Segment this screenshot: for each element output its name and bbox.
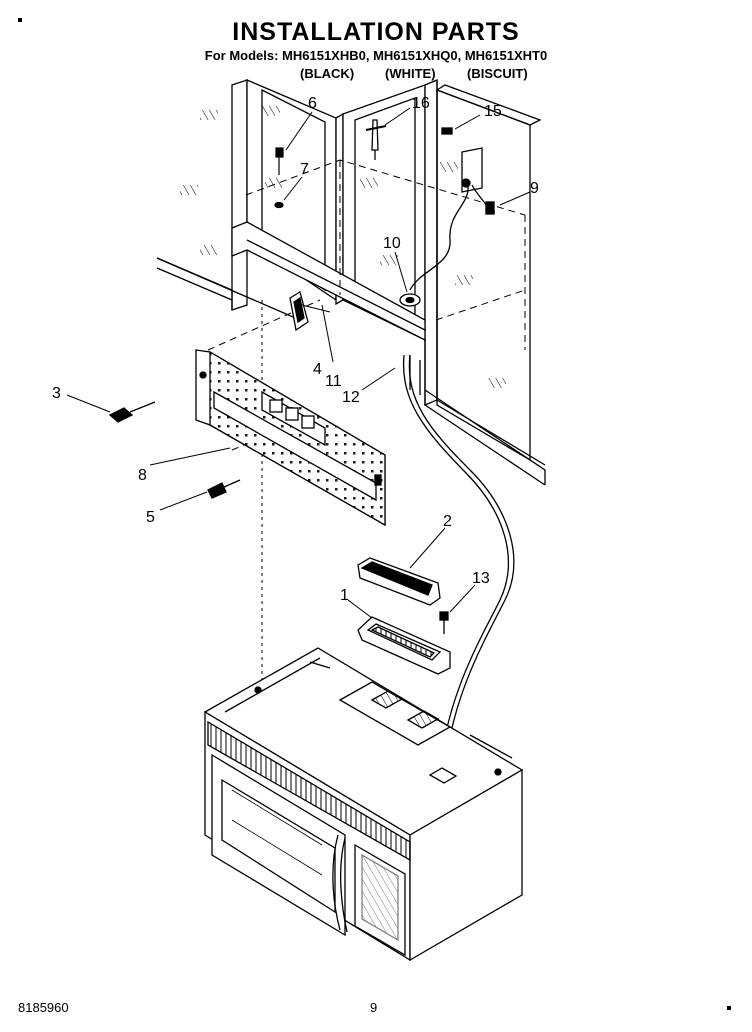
vent-1 (357, 616, 451, 675)
callout-11: 11 (325, 373, 342, 390)
screw-13 (439, 611, 449, 634)
toggle-bolt-16 (365, 119, 387, 160)
microwave-oven (203, 647, 524, 962)
page-number: 9 (370, 1000, 378, 1015)
callout-12: 12 (342, 389, 360, 406)
corner-mark (727, 1006, 731, 1010)
callout-3: 3 (52, 385, 61, 402)
screw-5 (207, 479, 241, 499)
models-line: For Models: MH6151XHB0, MH6151XHQ0, MH61… (204, 48, 548, 63)
callout-4: 4 (313, 361, 322, 378)
callout-10: 10 (383, 235, 401, 252)
callout-15: 15 (484, 103, 502, 120)
callout-8: 8 (138, 467, 147, 484)
callout-1: 1 (340, 587, 349, 604)
screw-6 (275, 147, 284, 175)
page-title: INSTALLATION PARTS (232, 18, 520, 46)
callout-5: 5 (146, 509, 155, 526)
color-label-white: (WHITE) (385, 66, 436, 81)
cord-to-oven (402, 354, 515, 766)
screw-15 (441, 127, 453, 135)
hanger-4 (289, 290, 309, 332)
callout-2: 2 (443, 513, 452, 530)
callout-6: 6 (308, 95, 317, 112)
callout-16: 16 (412, 95, 430, 112)
top-plate-2 (357, 557, 441, 606)
color-label-black: (BLACK) (300, 66, 355, 81)
mounting-plate-8 (195, 349, 386, 527)
outlet-and-cord (409, 147, 496, 291)
callout-7: 7 (300, 161, 309, 178)
corner-mark (18, 18, 22, 22)
color-label-biscuit: (BISCUIT) (467, 66, 528, 81)
screw-3 (108, 401, 156, 423)
grommet-10 (399, 293, 421, 307)
doc-number: 8185960 (18, 1000, 69, 1015)
washer-7 (274, 201, 284, 209)
callout-9: 9 (530, 180, 539, 197)
callout-13: 13 (472, 570, 490, 587)
